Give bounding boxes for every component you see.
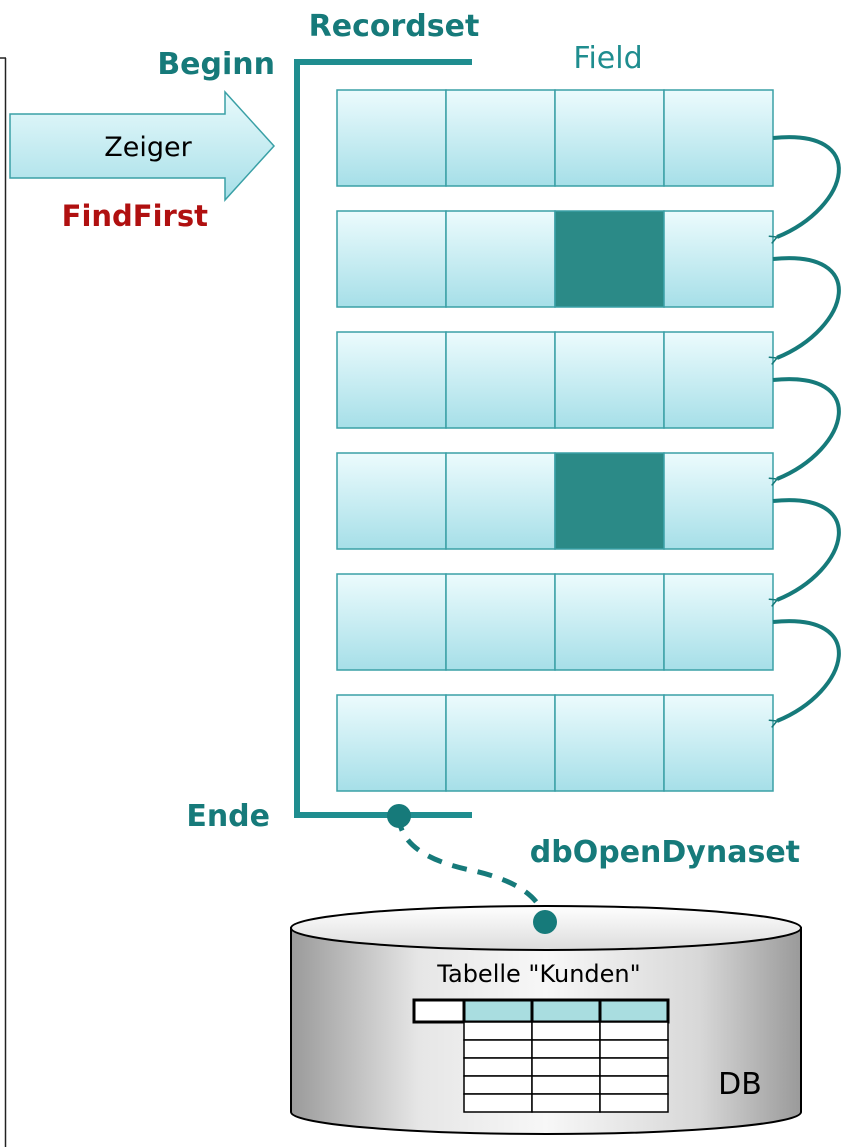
field-cell bbox=[554, 331, 665, 429]
findfirst-label: FindFirst bbox=[62, 199, 208, 233]
table-body-cell bbox=[599, 1039, 669, 1059]
field-cell-highlighted bbox=[554, 210, 665, 308]
table-body-cell bbox=[599, 1057, 669, 1077]
connection-dot-db bbox=[533, 910, 557, 934]
field-cell bbox=[663, 89, 774, 187]
table-header-cell bbox=[598, 998, 670, 1024]
table-header-cell bbox=[462, 998, 534, 1024]
recordset-bracket bbox=[294, 59, 472, 818]
table-body-cell bbox=[531, 1021, 601, 1041]
field-cell-highlighted bbox=[554, 452, 665, 550]
table-body-cell bbox=[463, 1021, 533, 1041]
table-name-label: Tabelle "Kunden" bbox=[436, 960, 640, 988]
field-cell bbox=[554, 573, 665, 671]
table-body-cell bbox=[599, 1021, 669, 1041]
field-cell bbox=[554, 694, 665, 792]
field-cell bbox=[663, 210, 774, 308]
table-key-cell bbox=[412, 998, 466, 1024]
db-label: DB bbox=[718, 1067, 762, 1102]
beginn-label: Beginn bbox=[157, 47, 275, 82]
field-cell bbox=[663, 331, 774, 429]
field-label: Field bbox=[573, 41, 642, 76]
movenext-arrow bbox=[768, 256, 841, 365]
table-body-cell bbox=[531, 1093, 601, 1113]
field-cell bbox=[336, 573, 447, 671]
record-row bbox=[336, 573, 774, 671]
field-cell bbox=[445, 452, 556, 550]
table-body-cell bbox=[463, 1057, 533, 1077]
movenext-arrows bbox=[768, 135, 841, 728]
field-cell bbox=[336, 210, 447, 308]
connection-dot-top bbox=[387, 804, 411, 828]
table-header-cell bbox=[530, 998, 602, 1024]
movenext-arrow bbox=[768, 619, 841, 728]
field-cell bbox=[445, 573, 556, 671]
table-body-cell bbox=[531, 1039, 601, 1059]
table-body-cell bbox=[463, 1039, 533, 1059]
dbopendynaset-label: dbOpenDynaset bbox=[530, 835, 800, 870]
recordset-label: Recordset bbox=[309, 9, 480, 44]
field-cell bbox=[445, 210, 556, 308]
record-row bbox=[336, 452, 774, 550]
record-row bbox=[336, 331, 774, 429]
zeiger-arrow bbox=[9, 90, 276, 202]
connection-dashed-line bbox=[396, 815, 548, 923]
table-body-cell bbox=[531, 1057, 601, 1077]
field-cell bbox=[663, 452, 774, 550]
field-cell bbox=[445, 694, 556, 792]
db-table bbox=[412, 998, 670, 1113]
table-body-cell bbox=[463, 1075, 533, 1095]
table-body-cell bbox=[463, 1093, 533, 1113]
field-cell bbox=[445, 89, 556, 187]
field-cell bbox=[663, 694, 774, 792]
record-row bbox=[336, 694, 774, 792]
ende-label: Ende bbox=[186, 799, 270, 834]
table-body-cell bbox=[531, 1075, 601, 1095]
field-cell bbox=[663, 573, 774, 671]
field-cell bbox=[336, 694, 447, 792]
table-body-cell bbox=[599, 1075, 669, 1095]
table-body-cell bbox=[599, 1093, 669, 1113]
movenext-arrow bbox=[768, 135, 841, 244]
field-cell bbox=[336, 331, 447, 429]
movenext-arrow bbox=[768, 498, 841, 607]
zeiger-label: Zeiger bbox=[104, 132, 192, 163]
movenext-arrow bbox=[768, 377, 841, 486]
field-cell bbox=[336, 89, 447, 187]
record-row bbox=[336, 89, 774, 187]
field-cell bbox=[336, 452, 447, 550]
field-cell bbox=[445, 331, 556, 429]
field-cell bbox=[554, 89, 665, 187]
record-rows bbox=[336, 89, 774, 792]
record-row bbox=[336, 210, 774, 308]
